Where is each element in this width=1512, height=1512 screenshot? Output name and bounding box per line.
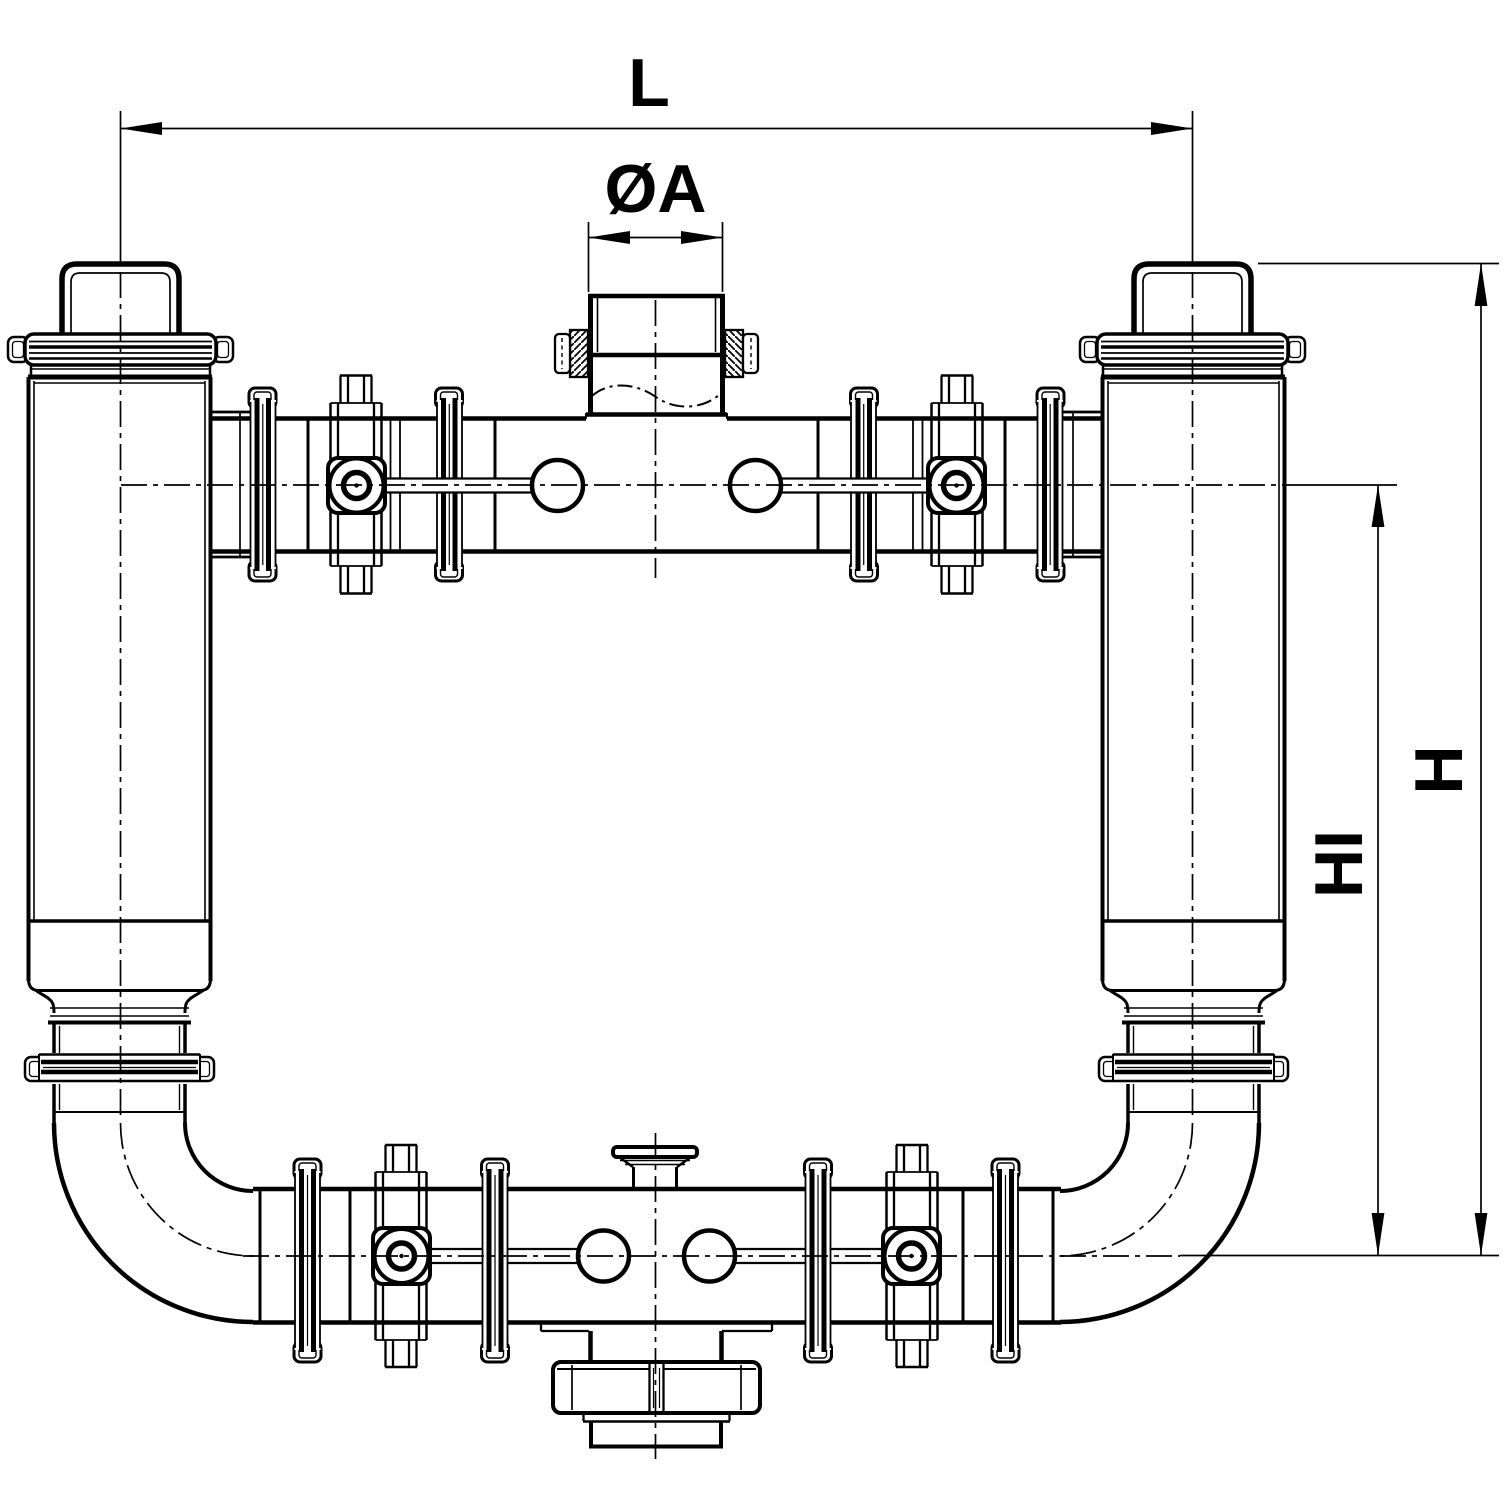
dimension-inner-height: HI: [1286, 484, 1397, 1256]
threaded-flange-left: [553, 328, 590, 379]
dimension-label-HI: HI: [1301, 830, 1377, 898]
arrow-left: [588, 231, 630, 244]
dimension-label-L: L: [628, 45, 670, 121]
dimension-label-diameter: ØA: [605, 151, 707, 227]
arrow-down: [1474, 1213, 1488, 1256]
centerlines: [121, 300, 1286, 1459]
threaded-flange-right: [723, 328, 760, 379]
dimension-diameter: ØA: [587, 151, 724, 292]
arrow-up: [1474, 263, 1488, 306]
bottom-drain-union: [539, 1323, 774, 1449]
arrow-up: [1371, 485, 1385, 527]
arrow-left: [120, 122, 162, 135]
dimension-height: H: [1180, 262, 1499, 1257]
dimension-length: L: [119, 45, 1194, 262]
union-nut: [551, 1360, 762, 1415]
arrow-right: [1151, 122, 1193, 135]
dimension-label-H: H: [1401, 745, 1477, 794]
arrow-right: [681, 231, 723, 244]
arrow-down: [1371, 1213, 1385, 1256]
top-inlet-port: [553, 293, 760, 414]
